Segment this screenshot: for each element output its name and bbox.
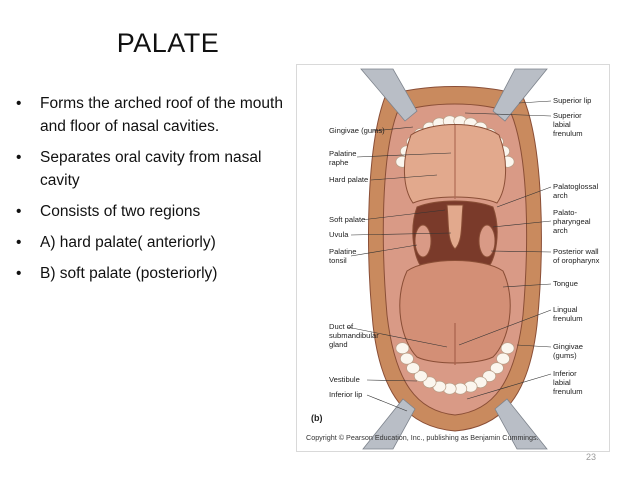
label-duct-line3: gland: [329, 340, 348, 349]
label-posterior-wall-line1: Posterior wall: [553, 247, 599, 256]
bullet-list: • Forms the arched roof of the mouth and …: [14, 92, 294, 293]
lower-tooth: [482, 370, 497, 382]
left-palatine-tonsil: [414, 224, 432, 258]
label-lingual-frenulum-line2: frenulum: [553, 314, 583, 323]
lower-tooth: [400, 352, 414, 365]
bullet-text: Consists of two regions: [40, 203, 201, 220]
bullet-item: • A) hard palate( anteriorly): [14, 231, 294, 254]
bullet-text: B) soft palate (posteriorly): [40, 265, 218, 282]
lower-tooth: [413, 370, 428, 382]
right-palatine-tonsil: [478, 224, 496, 258]
label-gingivae-lower-line2: (gums): [553, 351, 577, 360]
label-inferior-frenulum-line3: frenulum: [553, 387, 583, 396]
label-duct-line1: Duct of: [329, 322, 354, 331]
bullet-dot: •: [16, 149, 22, 166]
label-hard-palate: Hard palate: [329, 175, 368, 184]
lower-tooth: [406, 362, 420, 374]
label-inferior-frenulum-line2: labial: [553, 378, 571, 387]
bullet-item: • Consists of two regions: [14, 200, 294, 223]
right-leader-lines: [458, 100, 552, 400]
label-superior-frenulum-line2: labial: [553, 120, 571, 129]
tongue: [399, 260, 511, 364]
label-gingivae-lower-line1: Gingivae: [553, 342, 583, 351]
lower-right-retractor: [494, 398, 548, 450]
label-gingivae-gums: Gingivae (gums): [329, 126, 385, 135]
label-posterior-wall-line2: of oropharynx: [553, 256, 600, 265]
label-palatine-tonsil-line1: Palatine: [329, 247, 356, 256]
oral-cavity-figure: Gingivae (gums) Palatine raphe Hard pala…: [296, 64, 610, 452]
bullet-item: • Separates oral cavity from nasal cavity: [14, 146, 294, 192]
label-inferior-frenulum-line1: Inferior: [553, 369, 577, 378]
bullet-item: • Forms the arched roof of the mouth and …: [14, 92, 294, 138]
label-soft-palate: Soft palate: [329, 215, 365, 224]
left-leader-lines: [346, 126, 452, 412]
uvula: [446, 204, 464, 250]
figure-copyright: Copyright © Pearson Education, Inc., pub…: [306, 433, 539, 442]
label-duct-line2: submandibular: [329, 331, 379, 340]
label-palatine-raphe-line1: Palatine: [329, 149, 356, 158]
upper-right-retractor: [492, 68, 548, 122]
bullet-item: • B) soft palate (posteriorly): [14, 262, 294, 285]
lower-tooth: [422, 376, 437, 389]
label-palatopharyngeal-line3: arch: [553, 226, 568, 235]
oral-cavity-illustration: Gingivae (gums) Palatine raphe Hard pala…: [311, 68, 600, 450]
figure-panel-letter: (b): [311, 413, 323, 423]
lower-tooth: [496, 352, 510, 365]
label-vestibule: Vestibule: [329, 375, 360, 384]
bullet-dot: •: [16, 265, 22, 282]
page-number: 23: [586, 452, 597, 462]
lower-tooth: [500, 342, 515, 355]
label-inferior-lip: Inferior lip: [329, 390, 362, 399]
bullet-text: A) hard palate( anteriorly): [40, 234, 216, 251]
slide-title: PALATE: [116, 28, 220, 58]
bullet-dot: •: [16, 95, 22, 112]
label-superior-frenulum-line3: frenulum: [553, 129, 583, 138]
lower-left-retractor: [362, 398, 416, 450]
bullet-dot: •: [16, 203, 22, 220]
lower-tooth: [395, 342, 410, 355]
label-uvula: Uvula: [329, 230, 349, 239]
label-superior-frenulum-line1: Superior: [553, 111, 582, 120]
label-palatine-tonsil-line2: tonsil: [329, 256, 347, 265]
label-lingual-frenulum-line1: Lingual: [553, 305, 578, 314]
lower-teeth: [395, 342, 515, 395]
label-tongue: Tongue: [553, 279, 578, 288]
label-palatoglossal-line1: Palatoglossal: [553, 182, 598, 191]
bullet-text: Forms the arched roof of the mouth and f…: [40, 95, 283, 135]
label-palatopharyngeal-line2: pharyngeal: [553, 217, 591, 226]
label-palatine-raphe-line2: raphe: [329, 158, 348, 167]
bullet-text: Separates oral cavity from nasal cavity: [40, 149, 262, 189]
bullet-dot: •: [16, 234, 22, 251]
upper-left-retractor: [360, 68, 418, 122]
lower-tooth: [490, 362, 504, 374]
label-superior-lip: Superior lip: [553, 96, 591, 105]
label-palatopharyngeal-line1: Palato-: [553, 208, 578, 217]
label-palatoglossal-line2: arch: [553, 191, 568, 200]
